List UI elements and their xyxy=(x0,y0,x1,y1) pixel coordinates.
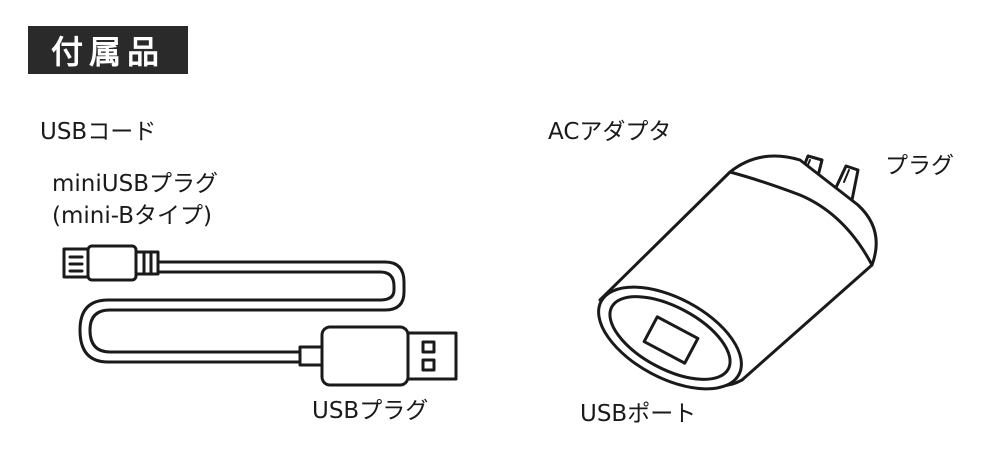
mini-usb-plug-label: miniUSBプラグ xyxy=(52,171,218,197)
usb-cord-label: USBコード xyxy=(40,119,157,145)
section-title: 付属品 xyxy=(28,26,188,74)
usb-plug-label: USBプラグ xyxy=(312,398,429,424)
usb-cord-illustration xyxy=(62,244,458,387)
usb-port-label: USBポート xyxy=(580,401,697,427)
ac-adapter-illustration xyxy=(597,154,878,391)
usb-port-shape xyxy=(642,315,700,365)
mini-usb-plug-type: (mini-Bタイプ) xyxy=(52,203,212,229)
ac-adapter-label: ACアダプタ xyxy=(548,119,672,145)
mini-usb-plug-shape xyxy=(62,244,160,282)
plug-label: プラグ xyxy=(885,153,954,179)
usb-a-plug-shape xyxy=(298,325,458,387)
